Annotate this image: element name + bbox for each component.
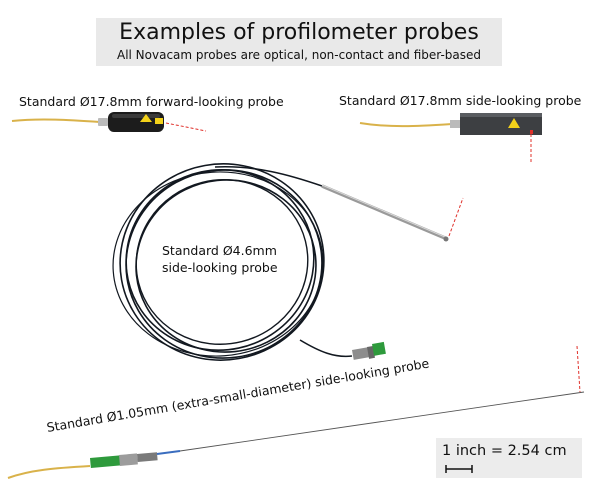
forward-probe-label: Standard Ø17.8mm forward-looking probe	[19, 94, 284, 109]
coiled-probe-label-line2: side-looking probe	[162, 260, 278, 275]
scale-legend: 1 inch = 2.54 cm	[436, 438, 582, 478]
page-subtitle: All Novacam probes are optical, non-cont…	[116, 48, 482, 62]
extra-small-probe-image	[7, 345, 585, 479]
page-title: Examples of profilometer probes	[119, 20, 479, 45]
forward-looking-probe-image	[11, 112, 207, 132]
title-box: Examples of profilometer probes All Nova…	[96, 18, 502, 66]
probe-connector-image	[351, 341, 386, 360]
side-probe-label: Standard Ø17.8mm side-looking probe	[339, 93, 582, 108]
coiled-probe-image	[112, 163, 353, 361]
scale-text: 1 inch = 2.54 cm	[442, 443, 567, 459]
scale-bar-icon	[445, 465, 473, 473]
side-looking-probe-image	[359, 113, 542, 162]
probe-rod-image	[321, 184, 464, 242]
coiled-probe-label-line1: Standard Ø4.6mm	[162, 243, 277, 258]
coiled-probe-label: Standard Ø4.6mm side-looking probe	[162, 242, 278, 276]
